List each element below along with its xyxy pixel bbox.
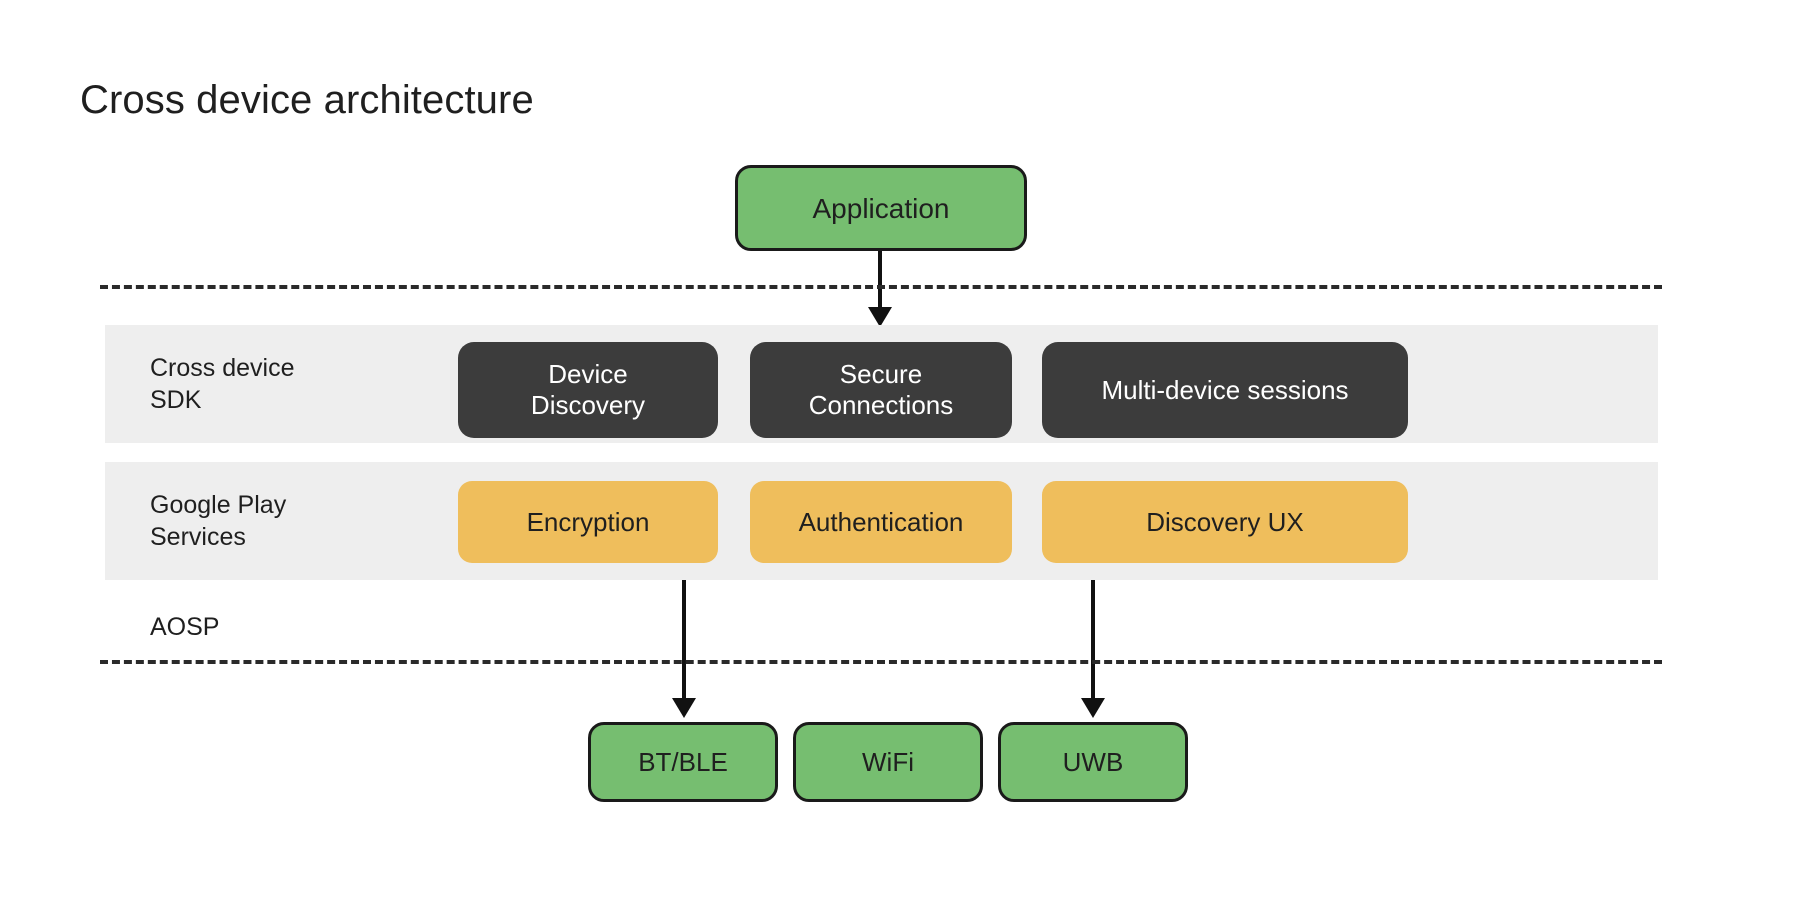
bottom-dashed-boundary — [100, 660, 1662, 664]
arrow-head — [868, 307, 892, 327]
node-multi-device-sessions[interactable]: Multi-device sessions — [1042, 342, 1408, 438]
node-device-discovery[interactable]: Device Discovery — [458, 342, 718, 438]
node-authentication[interactable]: Authentication — [750, 481, 1012, 563]
arrow-application-to-sdk — [868, 251, 892, 329]
arrow-shaft — [1091, 580, 1095, 700]
node-secure-connections[interactable]: Secure Connections — [750, 342, 1012, 438]
arrow-head — [672, 698, 696, 718]
layer-label-aosp: AOSP — [150, 613, 220, 641]
arrow-shaft — [682, 580, 686, 700]
page-title: Cross device architecture — [80, 78, 534, 122]
layer-label-google-play-services: Google Play Services — [150, 491, 287, 551]
arrow-discoveryux-to-uwb — [1081, 580, 1105, 720]
node-encryption[interactable]: Encryption — [458, 481, 718, 563]
node-wifi[interactable]: WiFi — [793, 722, 983, 802]
arrow-encryption-to-btble — [672, 580, 696, 720]
top-dashed-boundary — [100, 285, 1662, 289]
layer-label-cross-device-sdk: Cross device SDK — [150, 354, 295, 414]
node-bt-ble[interactable]: BT/BLE — [588, 722, 778, 802]
node-uwb[interactable]: UWB — [998, 722, 1188, 802]
arrow-head — [1081, 698, 1105, 718]
node-discovery-ux[interactable]: Discovery UX — [1042, 481, 1408, 563]
arrow-shaft — [878, 251, 882, 309]
node-application[interactable]: Application — [735, 165, 1027, 251]
